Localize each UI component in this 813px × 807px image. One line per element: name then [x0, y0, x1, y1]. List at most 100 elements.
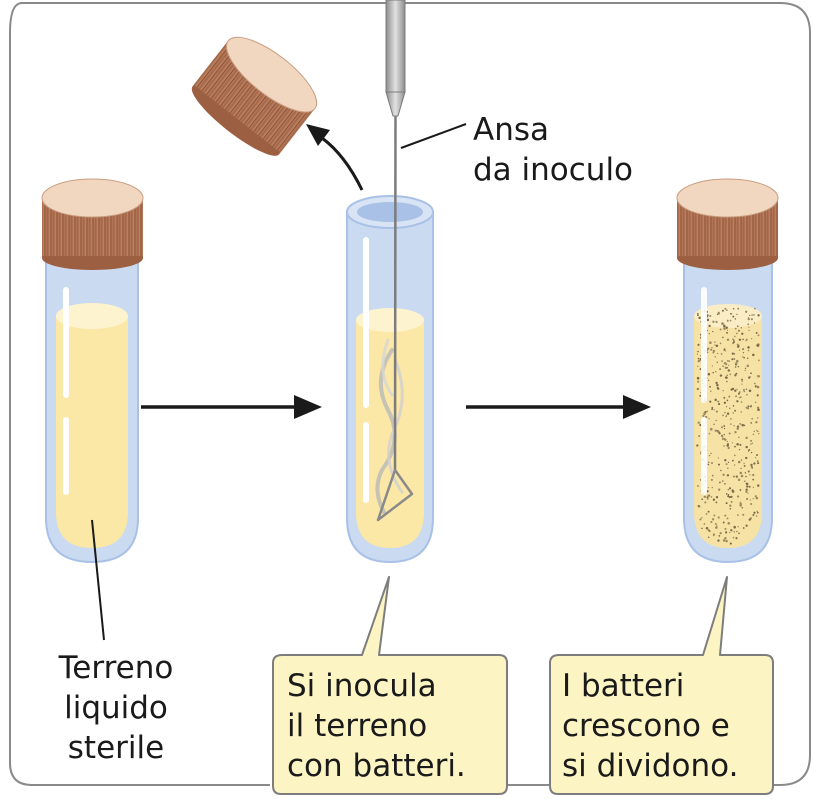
bacterium-dot	[747, 317, 750, 321]
bacterium-dot	[743, 424, 746, 427]
bacterium-dot	[727, 495, 730, 498]
bacterium-dot	[738, 448, 741, 451]
bacterium-dot	[739, 422, 742, 425]
test-tube-grown	[676, 178, 779, 564]
bacterium-dot	[711, 486, 713, 489]
bacterium-dot	[727, 369, 731, 372]
bacterium-dot	[726, 380, 728, 383]
inoculated-medium	[356, 320, 424, 548]
bacterium-dot	[754, 385, 757, 388]
bacterium-dot	[723, 327, 726, 330]
bacterium-dot	[728, 496, 731, 499]
bacterium-dot	[725, 463, 728, 466]
bacterium-dot	[696, 376, 700, 380]
arrow-right-icon	[466, 395, 651, 419]
bacterium-dot	[716, 384, 719, 387]
bacterium-dot	[749, 314, 751, 317]
bacterium-dot	[753, 511, 756, 514]
bacterium-dot	[726, 309, 728, 311]
screw-cap-icon	[191, 36, 318, 156]
bacterium-dot	[726, 377, 728, 379]
bacterium-dot	[723, 427, 726, 430]
bacterium-dot	[729, 504, 732, 507]
bacterium-dot	[724, 366, 727, 369]
bacterium-dot	[727, 467, 729, 469]
bacterium-dot	[708, 418, 710, 420]
bacterium-dot	[756, 406, 760, 409]
bacterium-dot	[742, 527, 745, 529]
bacterium-dot	[755, 421, 758, 424]
bacterium-dot	[755, 429, 758, 432]
bacterium-dot	[740, 401, 743, 403]
bacterium-dot	[698, 434, 701, 438]
bacterium-dot	[743, 480, 746, 482]
bacterium-dot	[753, 322, 756, 324]
bacterium-dot	[697, 312, 699, 315]
bacterium-dot	[724, 536, 727, 540]
bacterium-dot	[741, 383, 743, 385]
bacterium-dot	[717, 539, 720, 542]
bacterium-dot	[721, 437, 725, 441]
bacterium-dot	[745, 310, 748, 313]
bacterium-dot	[737, 478, 741, 482]
bacterium-dot	[714, 344, 716, 346]
bacterium-dot	[699, 355, 702, 357]
bacterium-dot	[756, 430, 759, 433]
bacterium-dot	[721, 309, 724, 312]
bacterium-dot	[710, 478, 713, 481]
screw-cap-icon	[41, 178, 144, 270]
bacterium-dot	[723, 438, 726, 440]
bacterium-dot	[715, 381, 718, 385]
bacterium-dot	[725, 539, 728, 543]
bacterium-dot	[738, 338, 742, 341]
turbid-medium	[694, 316, 762, 548]
bacterium-dot	[746, 357, 749, 360]
bacterium-dot	[742, 513, 745, 516]
bacterium-dot	[696, 444, 699, 447]
bacterium-dot	[738, 391, 741, 394]
bacterium-dot	[713, 514, 716, 517]
bacterium-dot	[726, 331, 728, 334]
bacterium-dot	[752, 486, 755, 488]
bacterium-dot	[722, 539, 726, 542]
bacterium-dot	[711, 408, 714, 411]
bacterium-dot	[751, 314, 753, 316]
bacterium-dot	[697, 504, 700, 507]
bacterium-dot	[751, 417, 754, 420]
bacterium-dot	[726, 399, 729, 402]
bacterium-dot	[715, 526, 718, 529]
bacterium-dot	[739, 501, 741, 503]
screw-cap-lifted	[191, 36, 318, 156]
bacterium-dot	[714, 341, 716, 343]
label-medium-line1: Terreno	[58, 650, 174, 686]
bacterium-dot	[719, 374, 723, 377]
bacterium-dot	[735, 372, 738, 375]
bacterium-dot	[713, 409, 715, 411]
bacterium-dot	[733, 454, 736, 457]
bacterium-dot	[740, 327, 743, 329]
bacterium-dot	[756, 510, 758, 512]
bacterium-dot	[748, 326, 750, 328]
bacterium-dot	[725, 406, 728, 408]
bacterium-dot	[758, 432, 760, 435]
bacterium-dot	[704, 501, 707, 504]
bacterium-dot	[752, 433, 755, 436]
bacterium-dot	[725, 415, 727, 418]
callout-inoculate: Si inocula il terreno con batteri.	[272, 576, 508, 795]
bacterium-dot	[723, 396, 726, 399]
callout-grow-line2: crescono e	[562, 708, 730, 744]
bacterium-dot	[701, 517, 703, 519]
bacterium-dot	[707, 536, 710, 539]
bacterium-dot	[728, 360, 730, 362]
bacterium-dot	[716, 361, 718, 363]
bacterium-dot	[739, 471, 743, 475]
bacterium-dot	[723, 425, 726, 427]
bacterium-dot	[745, 475, 747, 478]
bacterium-dot	[710, 496, 713, 498]
bacterium-dot	[750, 439, 753, 442]
bacterium-dot	[730, 495, 733, 498]
leader-line-loop	[400, 123, 467, 149]
bacterium-dot	[738, 349, 741, 351]
bacterium-dot	[727, 443, 729, 445]
bacterium-dot	[737, 460, 741, 464]
